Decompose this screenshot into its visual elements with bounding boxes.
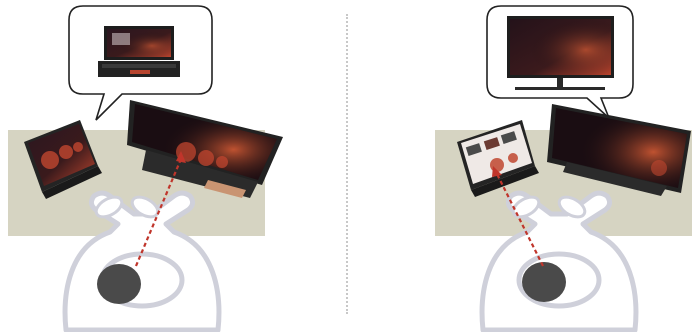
head-icon bbox=[97, 264, 141, 304]
left-scene-illustration bbox=[0, 0, 347, 332]
left-scene bbox=[0, 0, 347, 332]
right-scene bbox=[347, 0, 694, 332]
bubble-tablet-icon bbox=[98, 26, 180, 77]
right-scene-illustration bbox=[347, 0, 694, 332]
head-icon bbox=[522, 262, 566, 302]
